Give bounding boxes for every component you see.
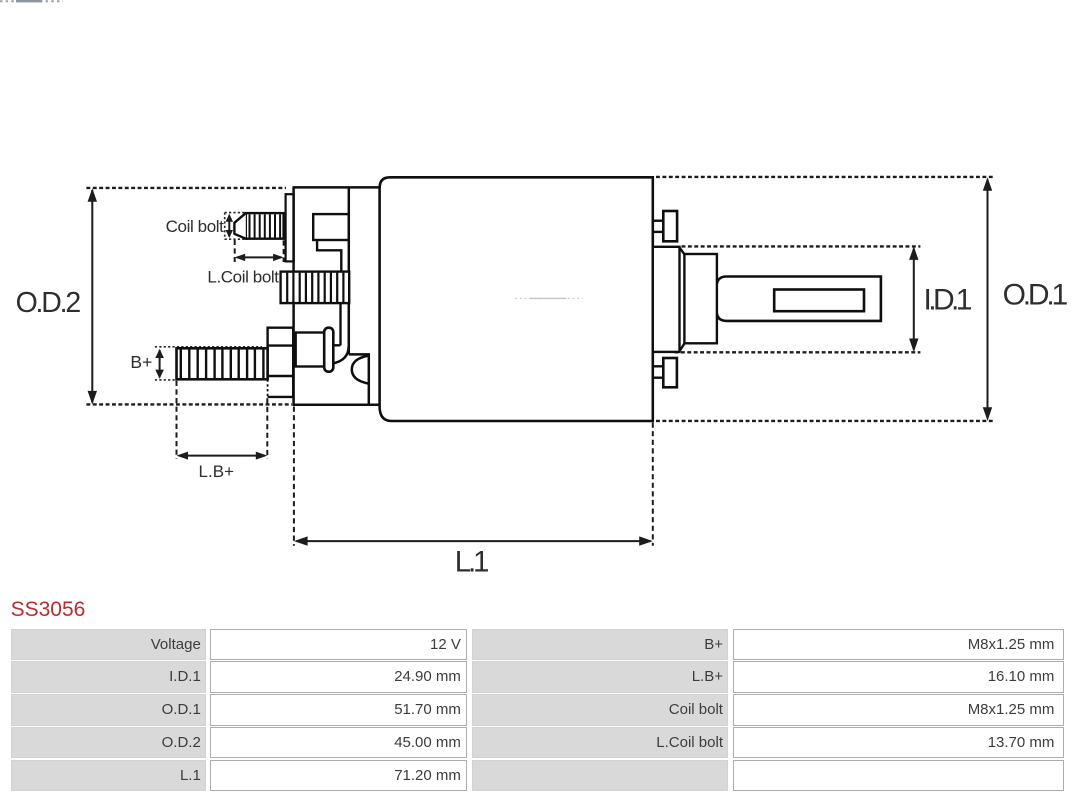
svg-text:I.D.1: I.D.1 bbox=[924, 283, 972, 316]
svg-text:B+: B+ bbox=[130, 352, 152, 372]
svg-text:L.1: L.1 bbox=[455, 546, 488, 579]
svg-text:O.D.1: O.D.1 bbox=[1003, 279, 1068, 312]
svg-text:O.D.2: O.D.2 bbox=[16, 287, 81, 319]
svg-text:L.Coil bolt: L.Coil bolt bbox=[207, 268, 279, 287]
svg-text:Coil bolt: Coil bolt bbox=[166, 217, 224, 236]
svg-text:L.B+: L.B+ bbox=[199, 462, 235, 481]
